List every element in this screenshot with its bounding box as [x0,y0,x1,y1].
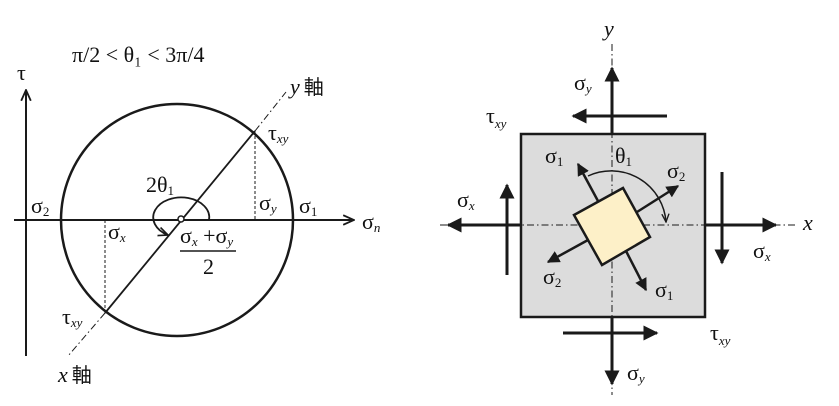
sigma2-top-label: σ2 [667,158,685,184]
fraction-numerator: σx +σy [180,223,233,249]
x-axis-dashdot [67,312,106,357]
center-fraction: σx +σy 2 [180,223,236,279]
sigma-n-label: σn [362,209,380,235]
principal-element [572,186,652,267]
theta1-arc [587,170,666,222]
tau-xy-bottom-label: τxy [62,304,83,330]
tau-xy-bottom-label: τxy [710,320,731,348]
two-theta-arc [152,196,211,235]
stress-element-panel: y x σy σy σx σx τxy τxy θ1 σ1 σ1 σ2 σ2 [440,16,813,395]
sigma1-top-arrow [576,162,600,202]
sigma2-bottom-arrow [546,238,589,264]
center-point [177,215,185,223]
tau-xy-top-label: τxy [486,103,507,131]
sigma-x-left-label: σx [457,187,475,213]
sigma2-bottom-label: σ2 [543,264,561,290]
angle-range-title: π/2 < θ₁ < 3π/4 [72,42,204,67]
sigma1-label: σ1 [299,193,317,219]
two-theta-label: 2θ1 [146,172,174,198]
tau-axis-label: τ [17,60,26,85]
sigma1-top-label: σ1 [545,143,563,169]
y-axis-dashdot [254,91,287,132]
sigma1-bottom-arrow [624,250,648,292]
sigma-x-label: σx [108,219,126,245]
fraction-denominator: 2 [203,254,214,279]
tau-xy-top-label: τxy [268,120,289,146]
sigma-y-bottom-label: σy [627,360,645,386]
sigma1-bottom-label: σ1 [655,277,673,303]
mohr-circle [59,102,295,338]
x-axis-label: x [802,210,813,235]
sigma2-top-arrow [636,184,680,214]
sigma2-label: σ2 [31,193,49,219]
y-axis-label: y [602,16,614,41]
sigma-x-right-label: σx [753,238,771,264]
sigma-y-label: σy [259,190,277,216]
theta1-label: θ1 [615,143,632,169]
sigma-y-top-label: σy [574,70,592,96]
